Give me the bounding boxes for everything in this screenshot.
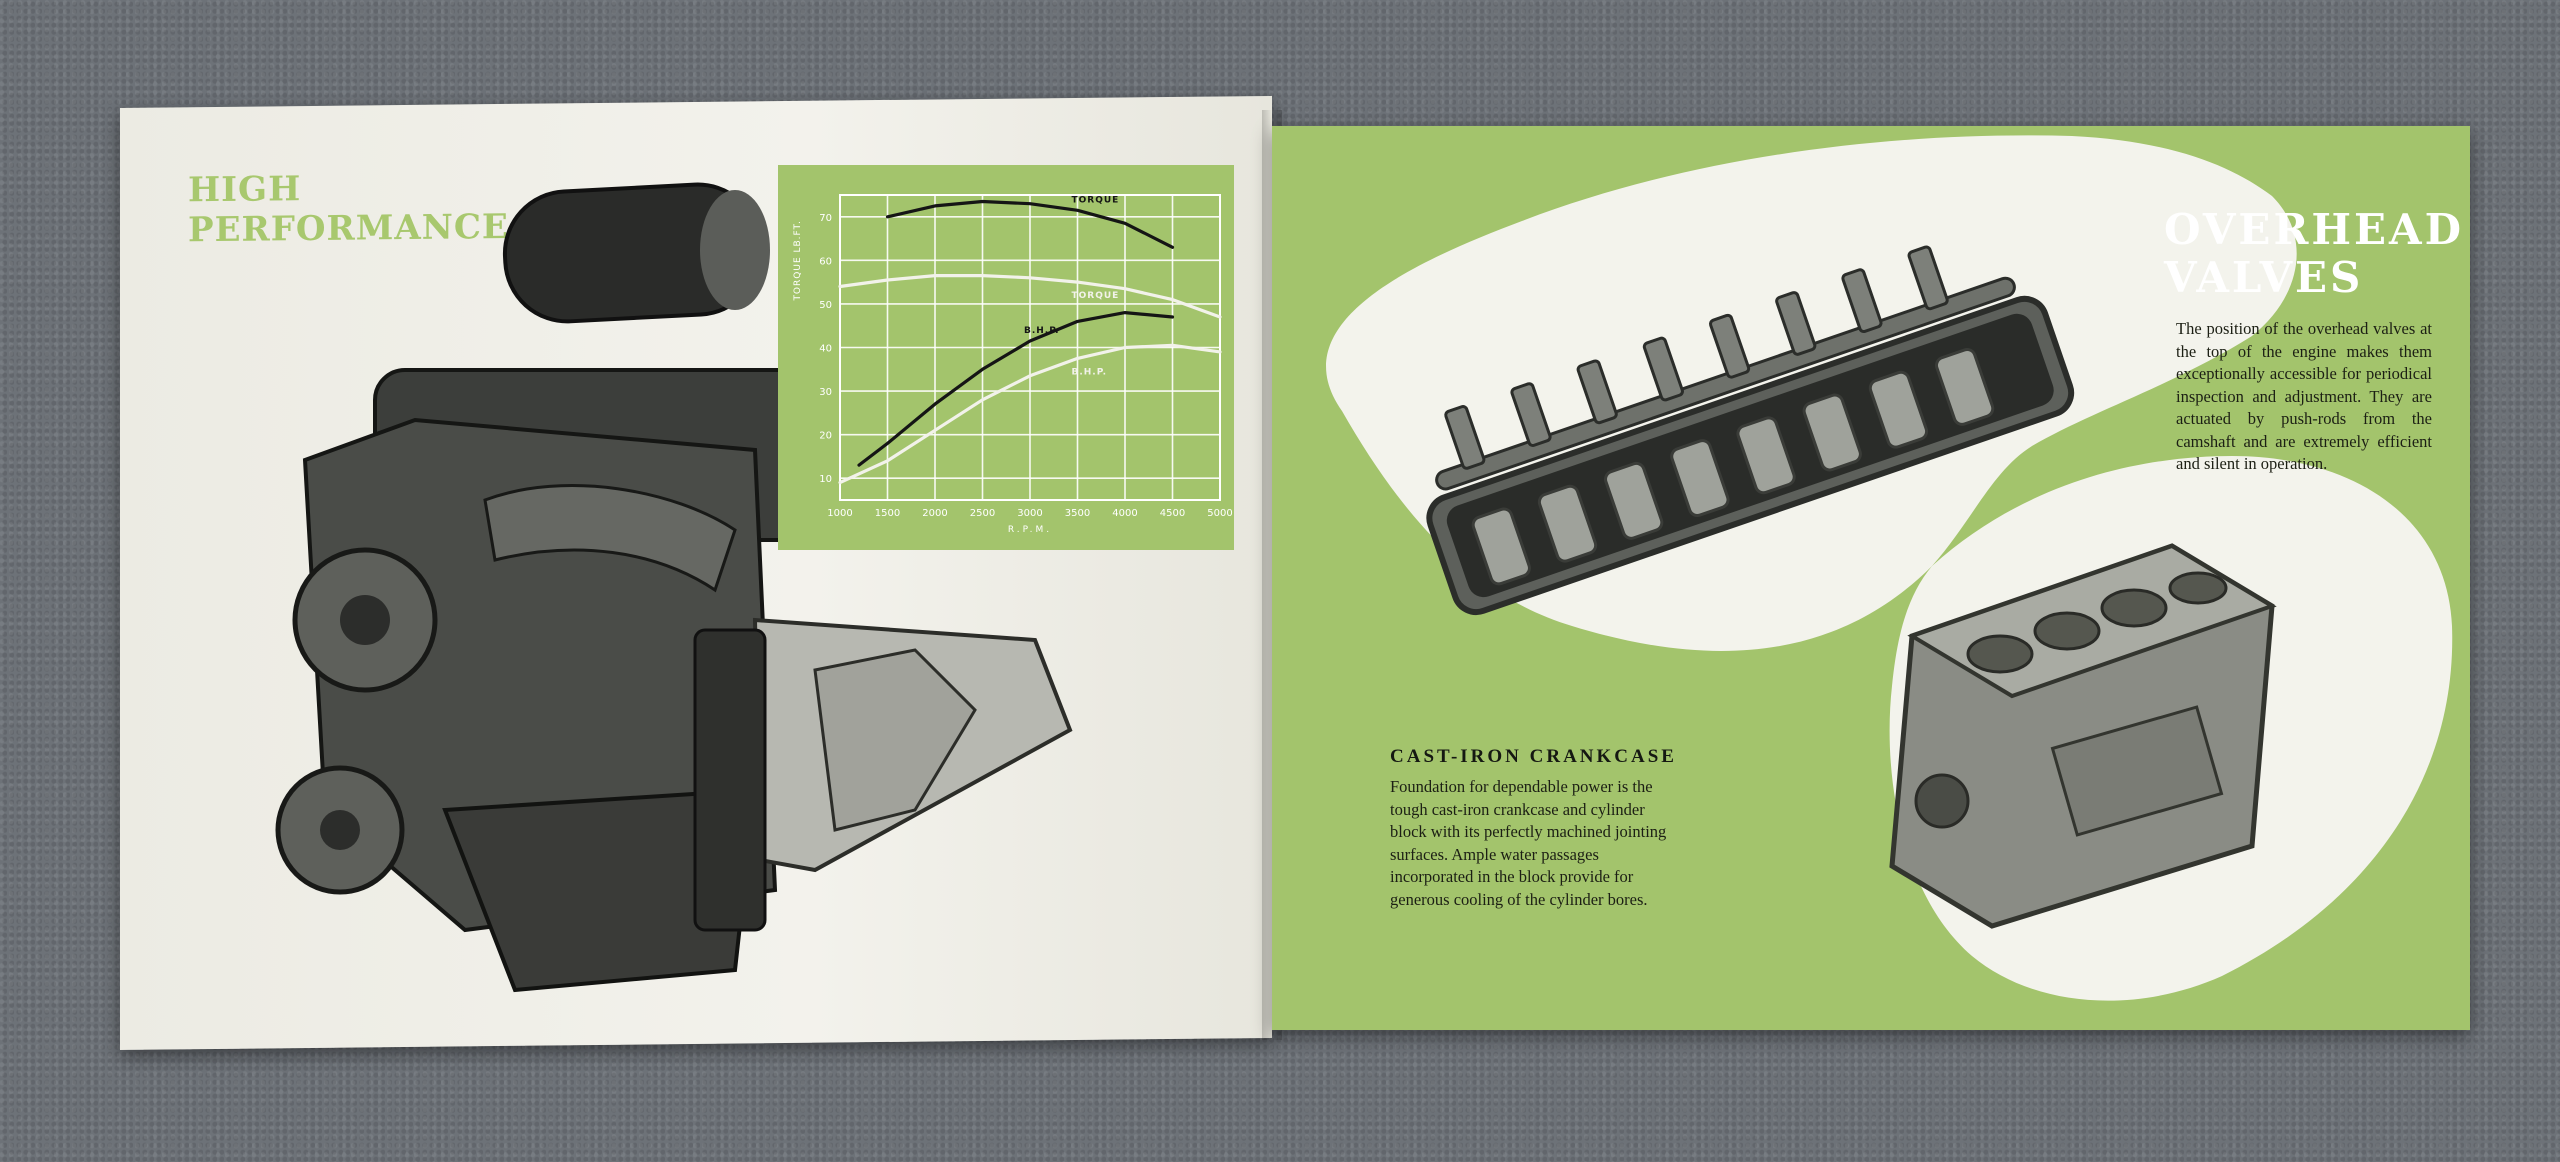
x-tick-label: 3000 [1017, 508, 1042, 519]
y-tick-label: 20 [819, 431, 832, 442]
x-tick-label: 1000 [827, 508, 852, 519]
y-tick-label: 40 [819, 344, 832, 355]
ohv-title-line1: OVERHEAD [2164, 205, 2465, 254]
crankcase-title: CAST-IRON CRANKCASE [1390, 746, 1677, 767]
crankcase-illustration [1889, 543, 2277, 929]
cylinder-head-illustration [1426, 245, 2075, 616]
y-tick-label: 10 [819, 474, 832, 485]
series-label: TORQUE [1072, 195, 1120, 205]
right-page: OVERHEAD VALVES The position of the over… [1272, 126, 2470, 1030]
x-axis-label: R.P.M. [1008, 525, 1052, 535]
plot-frame [839, 194, 1221, 501]
x-tick-label: 2500 [970, 508, 995, 519]
y-axis-label: TORQUE LB.FT. [793, 220, 803, 301]
x-tick-label: 3500 [1065, 508, 1090, 519]
x-tick-label: 4000 [1112, 508, 1137, 519]
chart-svg: 1000 1500 2000 2500 3000 3500 4000 4500 5000 10 20… [793, 194, 1233, 535]
series-label: TORQUE [1072, 291, 1120, 301]
y-tick-label: 70 [819, 213, 832, 224]
x-tick-label: 4500 [1160, 508, 1185, 519]
crankcase-body-text: Foundation for dependable power is the t… [1390, 777, 1667, 909]
series-line [838, 274, 1222, 319]
series-label: B.H.P. [1072, 367, 1108, 377]
y-tick-label: 60 [819, 256, 832, 267]
series-line [885, 199, 1175, 249]
series-line [857, 311, 1175, 467]
x-tick-label: 5000 [1207, 508, 1232, 519]
y-tick-label: 30 [819, 387, 832, 398]
series-line [838, 343, 1222, 485]
x-tick-label: 1500 [875, 508, 900, 519]
engine-gearbox-illustration [275, 182, 1073, 993]
series-label: B.H.P. [1024, 326, 1060, 336]
x-tick-label: 2000 [922, 508, 947, 519]
ohv-body-text: The position of the overhead valves at t… [2176, 319, 2432, 473]
y-tick-label: 50 [819, 300, 832, 311]
ohv-title-line2: VALVES [2164, 253, 2364, 302]
torque-bhp-chart: 1000 1500 2000 2500 3000 3500 4000 4500 5000 10 20… [778, 165, 1234, 550]
